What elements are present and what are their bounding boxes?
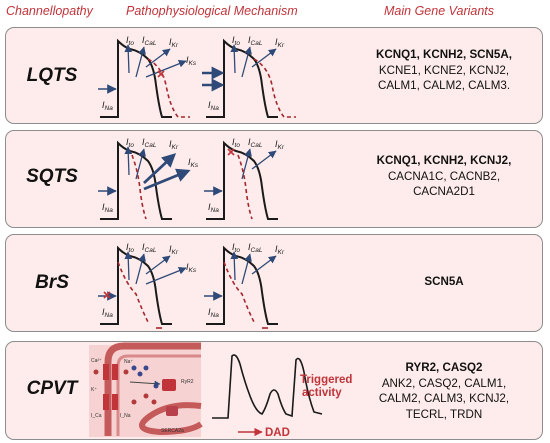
ca-ion-label: Ca²⁺ xyxy=(91,358,102,364)
genes-bold-brs: SCN5A xyxy=(424,275,464,288)
na-ion-label: Na⁺ xyxy=(124,359,133,365)
dad-label: DAD xyxy=(265,427,290,439)
ap-panel-brs-2 xyxy=(204,242,285,329)
row-lqts: LQTS KCNQ1, KCNH2, SCN5A, KCNE1, KCNE2, … xyxy=(5,27,543,124)
genes-bold-sqts: KCNQ1, KCNH2, KCNJ2, xyxy=(376,154,512,167)
triggered-label-2: activity xyxy=(302,387,342,399)
row-label-cpvt: CPVT xyxy=(26,378,78,399)
ica-label: I_Ca xyxy=(91,413,102,419)
row-label-brs: BrS xyxy=(35,272,69,293)
serca-label: SERCA2a xyxy=(161,428,184,434)
genes-bold-cpvt: RYR2, CASQ2 xyxy=(405,361,483,374)
header-gene-variants: Main Gene Variants xyxy=(384,4,495,18)
svg-text:IKs: IKs xyxy=(186,55,197,67)
svg-text:IKs: IKs xyxy=(188,157,199,169)
row-label-lqts: LQTS xyxy=(26,65,78,86)
genes-line: ANK2, CASQ2, CALM1, xyxy=(381,376,507,390)
k-ion-label: K⁺ xyxy=(91,387,97,393)
ap-panel-lqts-2 xyxy=(202,35,296,118)
header-mechanism: Pathophysiological Mechanism xyxy=(126,4,298,18)
genes-line: CACNA2D1 xyxy=(413,185,475,198)
genes-sqts: KCNQ1, KCNH2, KCNJ2, CACNA1C, CACNB2, CA… xyxy=(346,153,542,200)
genes-line: CACNA1C, CACNB2, xyxy=(387,169,501,183)
ap-panel-sqts-2 xyxy=(204,137,285,220)
row-label-sqts: SQTS xyxy=(26,166,78,187)
cpvt-cell-illustration: Ca²⁺ Na⁺ K⁺ I_Ca I_Na RyR2 SERCA2a xyxy=(89,342,203,437)
genes-bold-lqts: KCNQ1, KCNH2, SCN5A, xyxy=(376,48,512,61)
ap-panel-brs-1: IKs xyxy=(98,242,197,329)
genes-line: CALM1, CALM2, CALM3. xyxy=(377,79,511,92)
header-channelopathy: Channellopathy xyxy=(6,4,93,18)
ap-panel-sqts-1: IKs xyxy=(98,137,199,220)
cpvt-triggered-trace: Triggered activity DAD xyxy=(212,354,352,439)
genes-line: KCNE1, KCNE2, KCNJ2, xyxy=(378,63,510,77)
ap-panel-lqts-1: IKs xyxy=(98,35,197,118)
genes-cpvt: RYR2, CASQ2 ANK2, CASQ2, CALM1, CALM2, C… xyxy=(346,360,542,422)
genes-line: TECRL, TRDN xyxy=(405,407,483,421)
genes-brs: SCN5A xyxy=(346,274,542,290)
triggered-label-1: Triggered xyxy=(300,374,352,386)
genes-lqts: KCNQ1, KCNH2, SCN5A, KCNE1, KCNE2, KCNJ2… xyxy=(346,47,542,94)
ina-cell-label: I_Na xyxy=(120,413,131,419)
svg-text:IKs: IKs xyxy=(186,262,197,274)
ryr2-label: RyR2 xyxy=(181,379,194,385)
genes-line: CALM2, CALM3, KCNJ2, xyxy=(378,392,510,405)
row-brs: BrS SCN5A xyxy=(5,234,543,332)
row-sqts: SQTS KCNQ1, KCNH2, KCNJ2, CACNA1C, CACNB… xyxy=(5,130,543,228)
